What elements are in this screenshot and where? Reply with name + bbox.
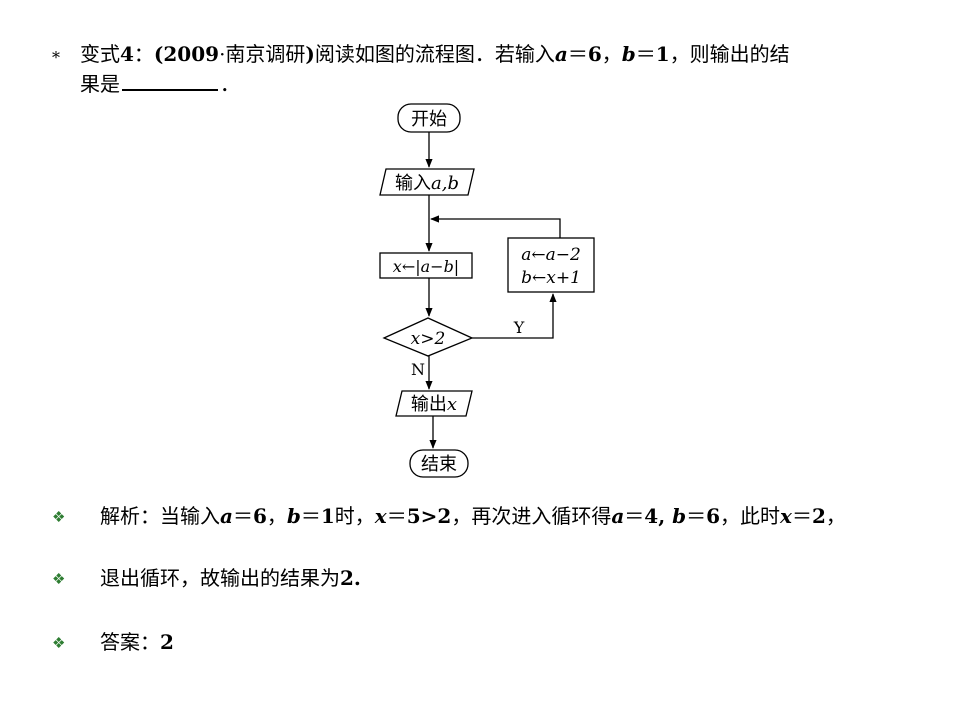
question-line-2-text: 果是 <box>80 72 120 96</box>
end-terminal <box>409 449 469 478</box>
update-b-label: b←x+1 <box>521 268 581 288</box>
question-source-close: ) <box>305 42 315 66</box>
question-prefix: 变式 <box>80 42 120 66</box>
question-source-open: (2009 <box>153 42 220 66</box>
sol-eq-a2: ＝ <box>624 504 645 528</box>
yes-label: Y <box>513 318 525 337</box>
input-vars: a,b <box>431 173 459 194</box>
sol-x2: x <box>780 504 792 528</box>
sol-t4: ， <box>825 504 846 528</box>
question-var-b: b <box>621 42 636 66</box>
question-val-a: 6 <box>587 42 602 66</box>
solution-bullet-1: ❖ <box>52 508 66 526</box>
arrow-loop-back <box>430 215 561 238</box>
sol-x: x <box>374 504 387 528</box>
assign-label: x←|a−b| <box>393 257 459 276</box>
question-var-a: a <box>554 42 568 66</box>
sol-a: a <box>220 504 233 528</box>
sol-t3: ，此时 <box>720 504 781 528</box>
question-period: ． <box>220 72 240 96</box>
question-text-2: ，则输出的结 <box>669 42 790 66</box>
start-label: 开始 <box>411 109 447 130</box>
answer-line: 答案：2 <box>100 628 174 656</box>
answer-value: 2 <box>160 630 174 654</box>
no-label: N <box>411 360 425 379</box>
solution-line-2-value: 2. <box>340 566 361 590</box>
sol-eq-x2: ＝ <box>791 504 812 528</box>
sol-x-val: 5>2 <box>406 504 452 528</box>
question-source-dot: · <box>219 42 226 66</box>
update-a-label: a←a−2 <box>521 245 581 265</box>
solution-bullet-2: ❖ <box>52 570 66 588</box>
sol-eq-x: ＝ <box>386 504 407 528</box>
question-line-1: 变式4：(2009·南京调研)阅读如图的流程图．若输入a＝6，b＝1，则输出的结 <box>80 40 790 68</box>
output-box <box>395 390 473 417</box>
decision-label: x>2 <box>411 329 446 349</box>
input-box <box>379 168 475 196</box>
question-val-b: 1 <box>655 42 670 66</box>
update-box <box>507 237 595 293</box>
answer-blank <box>122 71 218 91</box>
sol-eq-b: ＝ <box>300 504 321 528</box>
sol-eq-b2: ＝ <box>686 504 707 528</box>
question-line-2: 果是 ． <box>80 70 240 98</box>
sol-t2: ，再次进入循环得 <box>451 504 612 528</box>
sol-eq-a: ＝ <box>232 504 253 528</box>
question-text-1: 阅读如图的流程图．若输入 <box>314 42 555 66</box>
solution-line-1: 解析：当输入a＝6，b＝1时，x＝5>2，再次进入循环得a＝4, b＝6，此时x… <box>100 502 846 530</box>
answer-label: 答案： <box>100 630 160 654</box>
end-label: 结束 <box>421 454 457 475</box>
output-prefix: 输出 <box>411 394 447 415</box>
solution-bullet-3: ❖ <box>52 634 66 652</box>
output-label: 输出x <box>411 394 457 415</box>
question-colon: ： <box>133 42 154 66</box>
input-prefix: 输入 <box>395 173 431 194</box>
question-comma-1: ， <box>601 42 622 66</box>
sol-a-val: 6 <box>252 504 267 528</box>
sol-b-val: 1 <box>320 504 335 528</box>
question-eq-1: ＝ <box>567 42 588 66</box>
sol-b2: b <box>672 504 687 528</box>
solution-line-2-text: 退出循环，故输出的结果为 <box>100 566 340 590</box>
solution-label: 解析：当输入 <box>100 504 220 528</box>
sol-x2-val: 2 <box>811 504 826 528</box>
sol-b2-val: 6 <box>706 504 721 528</box>
question-eq-2: ＝ <box>635 42 656 66</box>
question-number: 4 <box>120 42 134 66</box>
output-var: x <box>447 394 457 415</box>
assign-box <box>379 252 473 279</box>
input-label: 输入a,b <box>395 173 459 194</box>
question-bullet: * <box>52 48 60 67</box>
arrow-yes-to-update <box>472 293 557 339</box>
sol-a2: a <box>611 504 625 528</box>
question-source-name: 南京调研 <box>225 42 306 66</box>
sol-b: b <box>286 504 301 528</box>
sol-sep: ， <box>266 504 287 528</box>
solution-line-2: 退出循环，故输出的结果为2. <box>100 564 361 592</box>
sol-t1: 时， <box>334 504 375 528</box>
sol-a2-val: 4, <box>644 504 673 528</box>
